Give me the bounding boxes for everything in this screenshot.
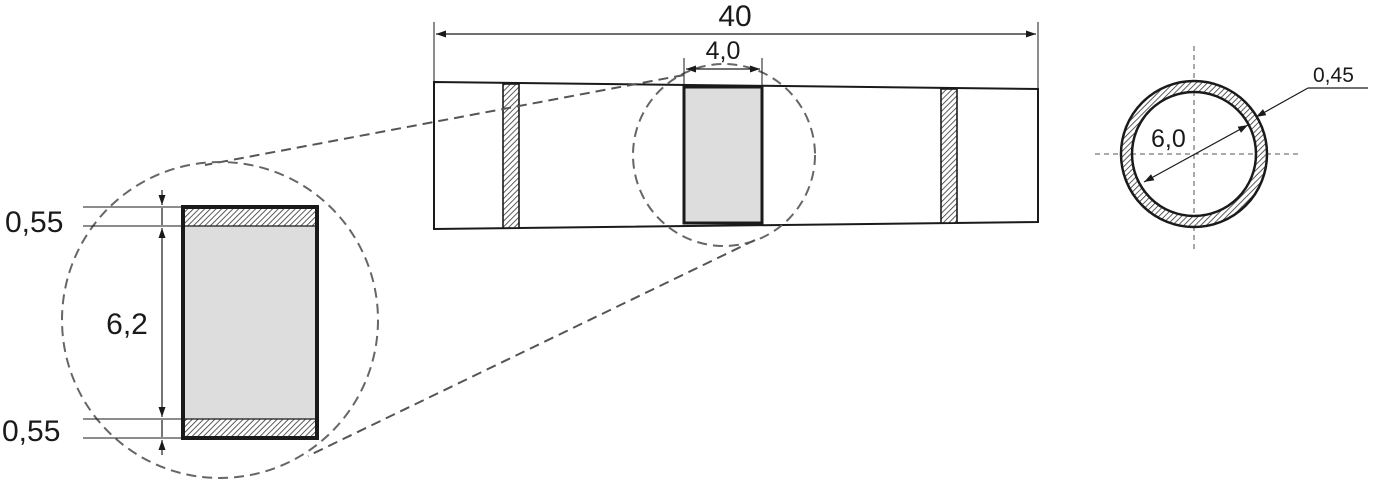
detail-top-wall (183, 208, 317, 226)
connector-upper (204, 74, 685, 166)
top-wall-label: 0,55 (5, 206, 63, 239)
left-band (502, 83, 520, 229)
detail-insert-outline (181, 205, 319, 440)
tube-side-view (433, 63, 1039, 247)
connector-lower (307, 239, 756, 457)
insert-width-label: 4,0 (706, 37, 741, 65)
inner-diameter-dim-line (1143, 124, 1249, 183)
overall-length-label: 40 (718, 0, 751, 33)
bottom-wall-label: 0,55 (2, 415, 60, 448)
tube-wall-ring (1121, 81, 1267, 227)
tube-cross-section: 6,0 0,45 (1095, 46, 1368, 252)
detail-insert-body (183, 207, 317, 438)
tube-inner-edge (1130, 90, 1258, 218)
right-band (940, 88, 958, 224)
detail-bottom-wall (183, 419, 317, 437)
dimension-insert-width: 4,0 (683, 37, 763, 87)
detail-connector-lines (204, 74, 756, 457)
detail-view: 0,55 6,2 0,55 (2, 161, 379, 479)
detail-marker-circle (632, 63, 816, 247)
inner-diameter-label: 6,0 (1151, 125, 1186, 153)
tube-outer-edge (1119, 79, 1269, 229)
center-insert (682, 85, 764, 225)
detail-circle (61, 161, 379, 479)
wall-thickness-leader (1255, 87, 1309, 118)
dimension-overall-length: 40 (433, 0, 1039, 89)
inner-height-label: 6,2 (106, 308, 148, 341)
wall-thickness-label: 0,45 (1313, 64, 1354, 87)
